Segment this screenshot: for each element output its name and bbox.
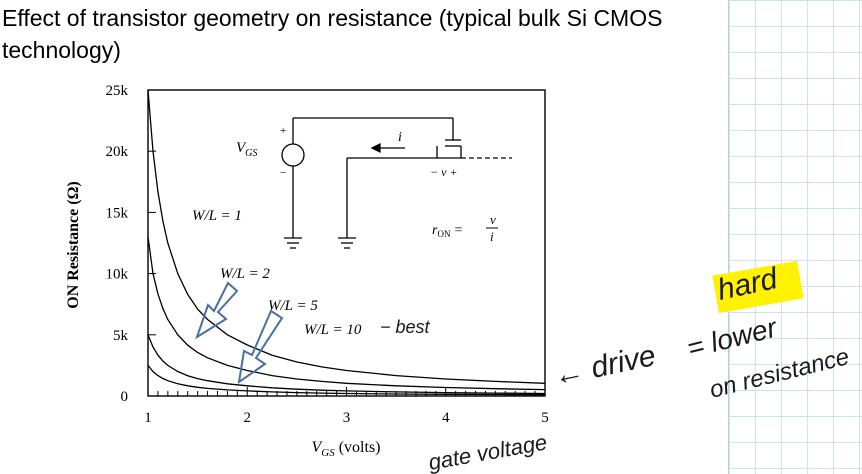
x-tick-label: 2 (244, 410, 252, 426)
arrow-icon-1 (195, 281, 239, 340)
inset-ron-num: v (490, 212, 496, 227)
x-axis-label: VGS (volts) (311, 439, 380, 459)
label-wl10: W/L = 10 (304, 322, 362, 338)
label-wl2: W/L = 2 (220, 266, 270, 282)
y-tick-labels: 0 5k 10k 15k 20k 25k (106, 83, 129, 405)
series-line-2 (147, 236, 546, 391)
y-tick-label: 10k (106, 267, 129, 283)
x-axis-label-unit: (volts) (335, 439, 381, 456)
series-line-3 (147, 334, 546, 395)
inset-ron-den: i (490, 229, 494, 244)
inset-circuit (281, 117, 512, 249)
inset-current-label: i (398, 130, 402, 145)
label-wl5: W/L = 5 (268, 298, 318, 314)
x-tick-label: 3 (343, 410, 351, 426)
annotation-best: − best (380, 317, 431, 337)
x-axis-label-sub: GS (321, 447, 335, 459)
x-tick-label: 1 (144, 410, 152, 426)
inset-vgs-label: VGS (236, 140, 257, 159)
inset-vgs-sub: GS (245, 148, 257, 159)
x-tick-label: 5 (541, 410, 549, 426)
curves (147, 89, 546, 396)
voltage-source-icon (281, 143, 305, 167)
inset-ron-sub: ON (437, 229, 450, 239)
series-line-1 (147, 89, 546, 384)
y-tick-label: 5k (113, 328, 129, 344)
x-tick-label: 4 (442, 410, 450, 426)
inset-vgs-main: V (236, 140, 247, 156)
label-wl1: W/L = 1 (192, 208, 242, 224)
arrow-icon-2 (237, 309, 284, 385)
x-axis-label-main: V (311, 439, 323, 456)
y-tick-label: 20k (106, 144, 129, 160)
annotation-lower: = lower (684, 311, 781, 364)
axis-ticks (147, 89, 546, 397)
inset-plus: + (280, 125, 286, 137)
inset-ron-eq: = (454, 223, 462, 238)
inset-vdrop-label: − v + (430, 165, 458, 179)
inset-ron-r: r (432, 223, 438, 238)
annotation-drive: ← drive (551, 339, 659, 393)
highlight-mark (712, 260, 804, 314)
x-tick-labels: 1 2 3 4 5 (144, 410, 549, 426)
page-title: Effect of transistor geometry on resista… (2, 5, 663, 63)
y-tick-label: 15k (106, 205, 129, 221)
inset-minus: − (280, 167, 286, 179)
y-tick-label: 25k (106, 83, 129, 99)
annotation-gate-voltage: gate voltage (427, 429, 549, 474)
series-line-4 (147, 364, 546, 396)
inset-ron-formula: rON = (432, 223, 462, 239)
notebook-grid (728, 0, 862, 474)
y-axis-label: ON Resistance (Ω) (65, 181, 82, 308)
y-tick-label: 0 (121, 389, 129, 405)
